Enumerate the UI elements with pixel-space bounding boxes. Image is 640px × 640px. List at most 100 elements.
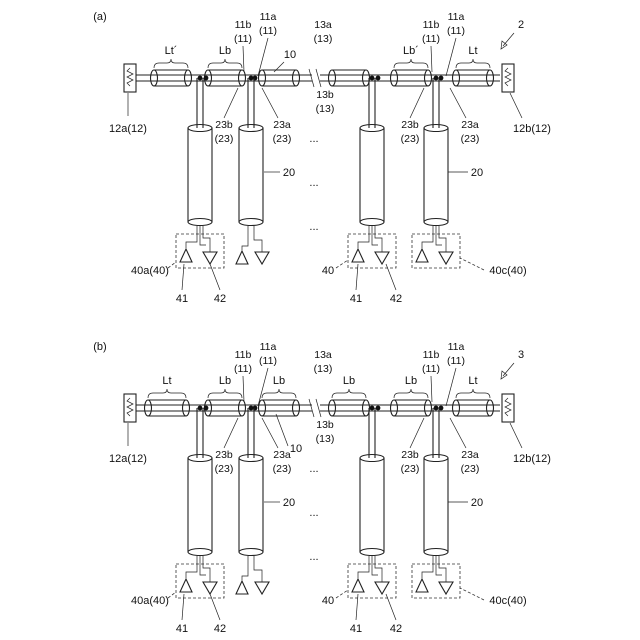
- cylinder-end: [188, 125, 212, 132]
- cylinder-end: [239, 455, 263, 462]
- node-dot: [376, 76, 381, 81]
- leader: [224, 418, 238, 448]
- leader: [460, 588, 484, 600]
- cylinder-end: [360, 125, 384, 132]
- node-dot: [376, 406, 381, 411]
- drop-cable-1: [188, 455, 212, 556]
- cylinder-body: [262, 70, 296, 86]
- leader: [410, 88, 424, 118]
- cylinder-body: [262, 400, 296, 416]
- module-wire: [254, 226, 262, 252]
- junction-b-label: 23b: [401, 119, 419, 131]
- cylinder-end: [425, 400, 432, 416]
- junction-a-label: (23): [273, 133, 292, 145]
- transceiver-module-mid: [348, 556, 396, 598]
- node-dot: [370, 406, 375, 411]
- cylinder-body: [360, 128, 384, 222]
- port-41-label: 41: [350, 623, 362, 635]
- drop-label: 20: [283, 167, 295, 179]
- cylinder-end: [188, 549, 212, 556]
- junction-b-label: 23b: [215, 119, 233, 131]
- cylinder-body: [424, 128, 448, 222]
- receiver-icon: [439, 582, 453, 594]
- break-top-label: (13): [314, 33, 333, 45]
- cylinder-end: [424, 125, 448, 132]
- cylinder-body: [394, 70, 428, 86]
- drop-wire: [433, 408, 439, 458]
- receiver-icon: [203, 582, 217, 594]
- node-b-label: (11): [422, 33, 440, 45]
- cable-length-label: Lt: [468, 375, 477, 387]
- cylinder-end: [360, 549, 384, 556]
- cable-brace: [456, 389, 490, 398]
- junction-a-label: (23): [461, 133, 480, 145]
- ellipsis: ...: [309, 177, 318, 189]
- drop-cable-3: [360, 455, 384, 556]
- module-mid-label: 40: [322, 595, 334, 607]
- node-dot: [198, 406, 203, 411]
- bus-cable-segment-6: [453, 70, 494, 86]
- junction-b-label: (23): [401, 463, 420, 475]
- leader: [336, 260, 348, 268]
- cable-length-label: Lt´: [165, 45, 178, 57]
- drop-wire: [197, 78, 203, 128]
- cable-brace: [332, 389, 366, 398]
- cylinder-end: [487, 70, 494, 86]
- ellipsis: ...: [309, 507, 318, 519]
- transmitter-icon: [180, 249, 192, 262]
- node-dot: [204, 76, 209, 81]
- port-41-label: 41: [350, 293, 362, 305]
- module-wire: [186, 226, 197, 248]
- bus-left: [136, 75, 312, 81]
- module-wire: [203, 556, 210, 582]
- drop-wire: [433, 78, 439, 128]
- junction-a-label: (23): [461, 463, 480, 475]
- ellipsis: ...: [309, 133, 318, 145]
- ellipsis: ...: [309, 221, 318, 233]
- cylinder-end: [259, 70, 266, 86]
- module-left-label: 40a(40): [131, 265, 169, 277]
- receiver-icon: [375, 582, 389, 594]
- break-mark: [309, 69, 321, 87]
- transceiver-module-left: [176, 226, 224, 268]
- module-wire: [254, 556, 262, 582]
- cylinder-end: [424, 549, 448, 556]
- receiver-icon: [439, 252, 453, 264]
- drop-wire: [248, 78, 254, 128]
- port-42-label: 42: [214, 293, 226, 305]
- module-wire: [375, 226, 382, 252]
- cable-length-label: Lt: [468, 45, 477, 57]
- junction-b-label: 23b: [401, 449, 419, 461]
- drop-label: 20: [471, 497, 483, 509]
- ellipsis: ...: [309, 463, 318, 475]
- cable-length-label: Lb: [405, 375, 417, 387]
- cylinder-body: [456, 70, 490, 86]
- node-a-label: 11a: [448, 341, 465, 353]
- port-42-label: 42: [390, 623, 402, 635]
- terminator-left: [124, 64, 136, 92]
- receiver-icon: [375, 252, 389, 264]
- drop-cable-4: [424, 455, 448, 556]
- drop-wire: [369, 408, 375, 458]
- resistor-icon: [127, 68, 133, 86]
- panel-a: (a)212a(12)12b(12)Lt´LbLb´Lt11b(11)11a(1…: [93, 11, 551, 305]
- cable-length-label: Lt: [162, 375, 171, 387]
- port-41-label: 41: [176, 293, 188, 305]
- transmitter-icon: [236, 251, 248, 264]
- leader: [460, 258, 484, 270]
- break-bot-label: 13b: [316, 89, 334, 101]
- transmitter-icon: [352, 579, 364, 592]
- bus-cable-segment-5: [391, 400, 432, 416]
- leader: [336, 590, 348, 598]
- port-41-label: 41: [176, 623, 188, 635]
- leader: [168, 592, 176, 598]
- bus-cable-segment-1: [145, 400, 190, 416]
- leader: [450, 88, 466, 118]
- transceiver-simple: [236, 226, 269, 264]
- leader: [168, 262, 176, 268]
- cylinder-end: [239, 125, 263, 132]
- cylinder-end: [185, 70, 192, 86]
- resistor-icon: [127, 398, 133, 416]
- leader: [431, 46, 432, 72]
